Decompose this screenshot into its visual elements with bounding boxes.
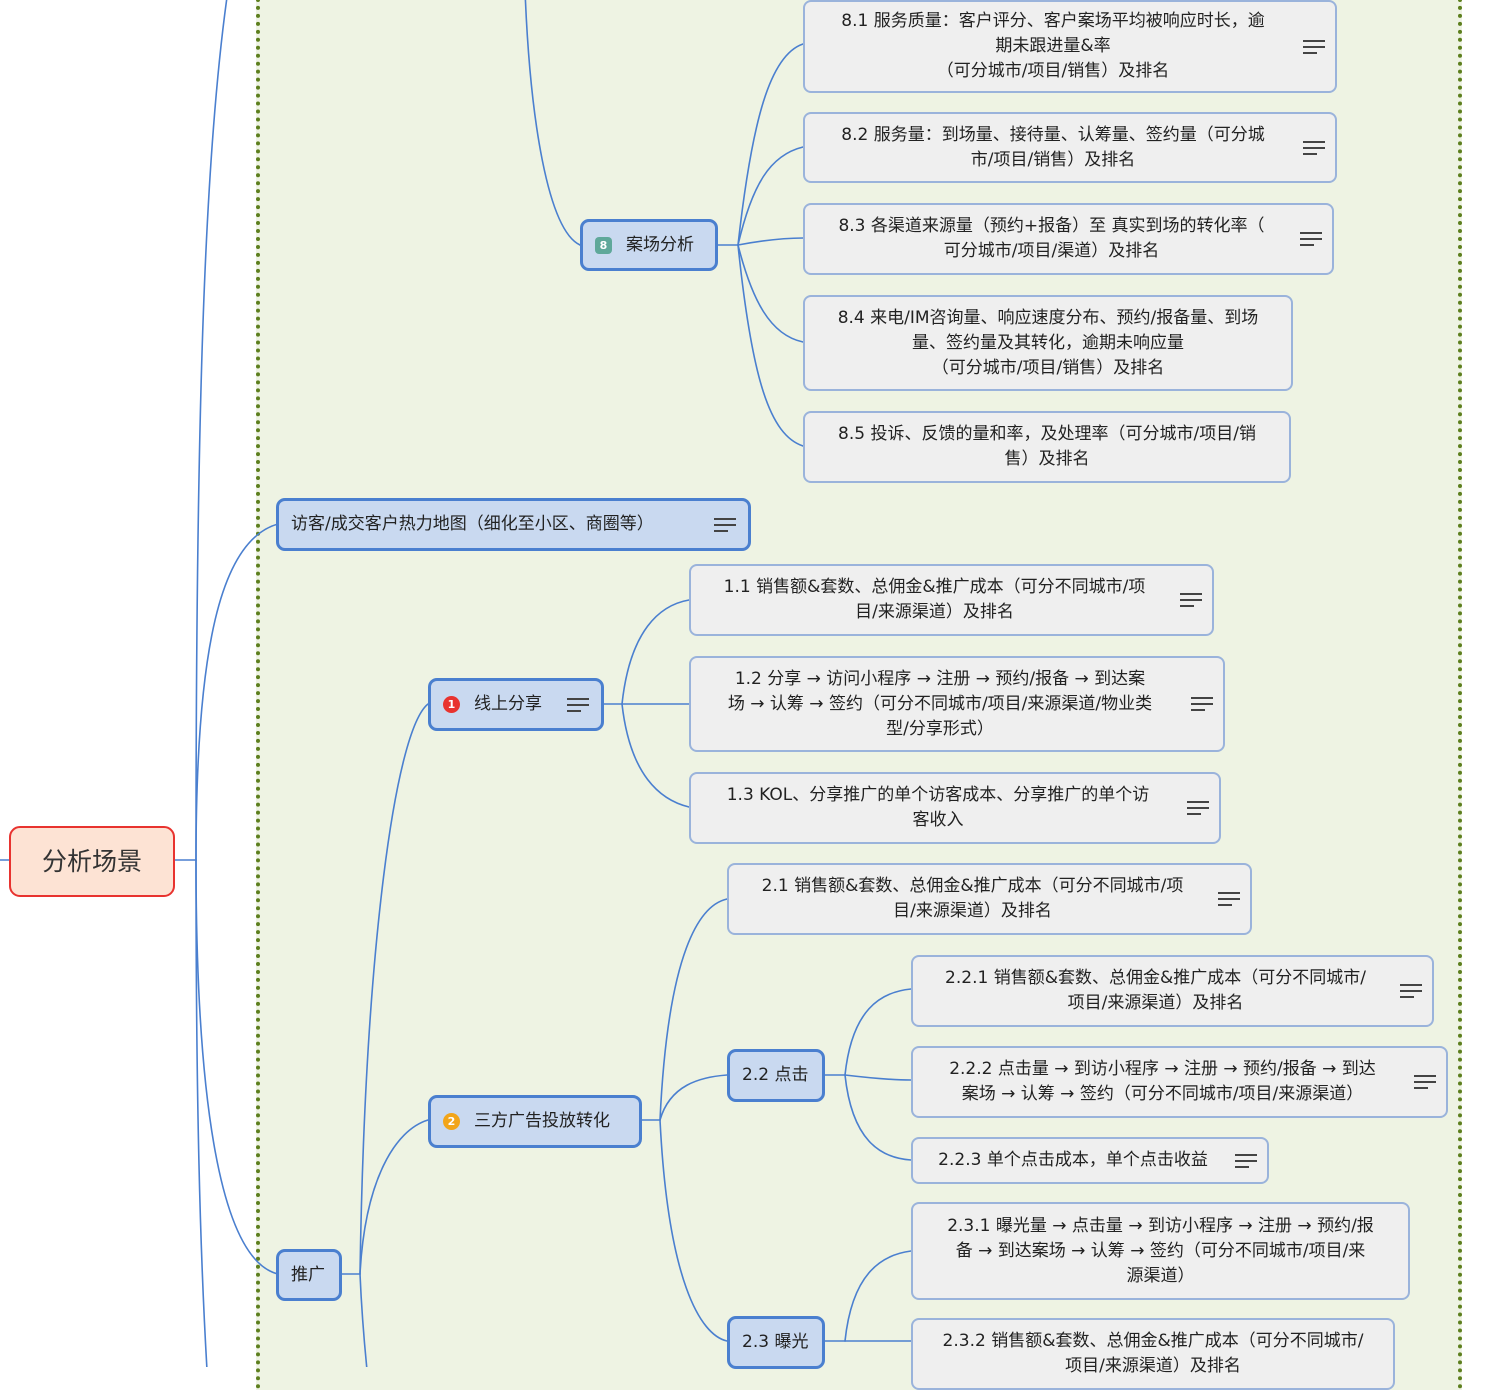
topic-8-4-text: 8.4 来电/IM咨询量、响应速度分布、预约/报备量、到场 量、签约量及其转化，… [837, 307, 1259, 378]
link-case-8-3 [737, 237, 804, 246]
topic-1-2-text: 1.2 分享 → 访问小程序 → 注册 → 预约/报备 → 到达案 场 → 认筹… [727, 668, 1153, 739]
note-icon[interactable] [1303, 36, 1325, 58]
note-icon[interactable] [1300, 228, 1322, 250]
note-icon[interactable] [1303, 137, 1325, 159]
topic-exposure-label: 2.3 曝光 [742, 1332, 809, 1352]
topic-2-2-2-text: 2.2.2 点击量 → 到访小程序 → 注册 → 预约/报备 → 到达 案场 →… [949, 1059, 1376, 1104]
note-icon[interactable] [567, 694, 589, 716]
topic-2-3-2[interactable]: 2.3.2 销售额&套数、总佣金&推广成本（可分不同城市/ 项目/来源渠道）及排… [911, 1318, 1395, 1390]
note-icon[interactable] [1218, 888, 1240, 910]
topic-click[interactable]: 2.2 点击 [727, 1049, 825, 1102]
link-promotion-down [359, 1273, 368, 1367]
topic-2-1[interactable]: 2.1 销售额&套数、总佣金&推广成本（可分不同城市/项 目/来源渠道）及排名 [727, 863, 1252, 935]
topic-2-2-2[interactable]: 2.2.2 点击量 → 到访小程序 → 注册 → 预约/报备 → 到达 案场 →… [911, 1046, 1448, 1118]
note-icon[interactable] [1180, 589, 1202, 611]
topic-1-2[interactable]: 1.2 分享 → 访问小程序 → 注册 → 预约/报备 → 到达案 场 → 认筹… [689, 656, 1225, 752]
topic-case-analysis-label: 案场分析 [626, 234, 694, 255]
root-topic-label: 分析场景 [41, 847, 142, 876]
topic-1-1[interactable]: 1.1 销售额&套数、总佣金&推广成本（可分不同城市/项 目/来源渠道）及排名 [689, 564, 1214, 636]
topic-2-3-1-text: 2.3.1 曝光量 → 点击量 → 到访小程序 → 注册 → 预约/报 备 → … [947, 1215, 1374, 1286]
link-exposure-2-3-1 [844, 1250, 912, 1342]
topic-8-2-text: 8.2 服务量：到场量、接待量、认筹量、签约量（可分城 市/项目/销售）及排名 [841, 124, 1265, 170]
link-above-case [524, 0, 581, 246]
link-click-2-2-1 [844, 988, 912, 1076]
topic-1-3-text: 1.3 KOL、分享推广的单个访客成本、分享推广的单个访 客收入 [726, 785, 1150, 830]
note-icon[interactable] [1187, 797, 1209, 819]
topic-click-label: 2.2 点击 [742, 1065, 809, 1085]
priority-8-icon: 8 [595, 236, 612, 254]
topic-2-2-3-text: 2.2.3 单个点击成本，单个点击收益 [938, 1150, 1208, 1170]
topic-promotion[interactable]: 推广 [276, 1249, 342, 1301]
topic-1-1-text: 1.1 销售额&套数、总佣金&推广成本（可分不同城市/项 目/来源渠道）及排名 [723, 577, 1146, 622]
link-root-down [195, 859, 208, 1367]
topic-8-5-text: 8.5 投诉、反馈的量和率，及处理率（可分城市/项目/销 售）及排名 [838, 424, 1256, 469]
link-case-8-4 [737, 244, 804, 343]
root-topic[interactable]: 分析场景 [9, 826, 175, 897]
topic-8-3-text: 8.3 各渠道来源量（预约+报备）至 真实到场的转化率（ 可分城市/项目/渠道）… [838, 216, 1265, 261]
topic-8-1-text: 8.1 服务质量：客户评分、客户案场平均被响应时长，逾 期未跟进量&率 （可分城… [841, 11, 1265, 81]
topic-8-3[interactable]: 8.3 各渠道来源量（预约+报备）至 真实到场的转化率（ 可分城市/项目/渠道）… [803, 203, 1334, 275]
topic-2-2-1-text: 2.2.1 销售额&套数、总佣金&推广成本（可分不同城市/ 项目/来源渠道）及排… [945, 968, 1366, 1013]
topic-online-share[interactable]: 1 线上分享 [428, 678, 604, 731]
link-click-2-2-3 [844, 1074, 912, 1161]
note-icon[interactable] [1400, 980, 1422, 1002]
link-case-8-1 [717, 43, 804, 246]
topic-2-2-3[interactable]: 2.2.3 单个点击成本，单个点击收益 [911, 1137, 1269, 1184]
topic-exposure[interactable]: 2.3 曝光 [727, 1316, 825, 1369]
priority-1-icon: 1 [443, 696, 460, 713]
topic-8-1[interactable]: 8.1 服务质量：客户评分、客户案场平均被响应时长，逾 期未跟进量&率 （可分城… [803, 0, 1337, 93]
topic-ad-conversion-label: 三方广告投放转化 [474, 1111, 610, 1131]
link-root-up [195, 0, 228, 861]
link-online-1-3 [621, 703, 690, 808]
topic-online-share-label: 线上分享 [474, 694, 542, 714]
topic-heatmap[interactable]: 访客/成交客户热力地图（细化至小区、商圈等） [276, 498, 751, 551]
topic-8-4[interactable]: 8.4 来电/IM咨询量、响应速度分布、预约/报备量、到场 量、签约量及其转化，… [803, 295, 1293, 391]
topic-2-3-1[interactable]: 2.3.1 曝光量 → 点击量 → 到访小程序 → 注册 → 预约/报 备 → … [911, 1202, 1410, 1300]
topic-8-5[interactable]: 8.5 投诉、反馈的量和率，及处理率（可分城市/项目/销 售）及排名 [803, 411, 1291, 483]
topic-2-2-1[interactable]: 2.2.1 销售额&套数、总佣金&推广成本（可分不同城市/ 项目/来源渠道）及排… [911, 955, 1434, 1027]
topic-heatmap-label: 访客/成交客户热力地图（细化至小区、商圈等） [291, 514, 654, 534]
note-icon[interactable] [714, 514, 736, 536]
link-promotion-online [359, 703, 429, 1275]
link-case-8-5 [737, 244, 804, 447]
topic-2-1-text: 2.1 销售额&套数、总佣金&推广成本（可分不同城市/项 目/来源渠道）及排名 [761, 876, 1184, 921]
topic-2-3-2-text: 2.3.2 销售额&套数、总佣金&推广成本（可分不同城市/ 项目/来源渠道）及排… [942, 1331, 1364, 1376]
note-icon[interactable] [1235, 1150, 1257, 1172]
link-ad-2-2 [659, 1074, 728, 1121]
link-case-8-2 [737, 146, 804, 246]
topic-ad-conversion[interactable]: 2 三方广告投放转化 [428, 1095, 642, 1148]
link-promotion-ad [359, 1119, 429, 1275]
topic-case-analysis[interactable]: 8 案场分析 [580, 219, 718, 271]
link-click-2-2-2 [844, 1074, 912, 1081]
priority-2-icon: 2 [443, 1113, 460, 1130]
topic-8-2[interactable]: 8.2 服务量：到场量、接待量、认筹量、签约量（可分城 市/项目/销售）及排名 [803, 112, 1337, 183]
note-icon[interactable] [1191, 693, 1213, 715]
link-ad-2-1 [659, 898, 728, 1121]
topic-1-3[interactable]: 1.3 KOL、分享推广的单个访客成本、分享推广的单个访 客收入 [689, 772, 1221, 844]
link-root-promotion [195, 859, 279, 1275]
link-ad-2-3 [659, 1119, 728, 1342]
note-icon[interactable] [1414, 1071, 1436, 1093]
topic-promotion-label: 推广 [291, 1264, 325, 1285]
link-online-1-1 [621, 599, 690, 705]
link-root-heatmap [195, 523, 279, 861]
